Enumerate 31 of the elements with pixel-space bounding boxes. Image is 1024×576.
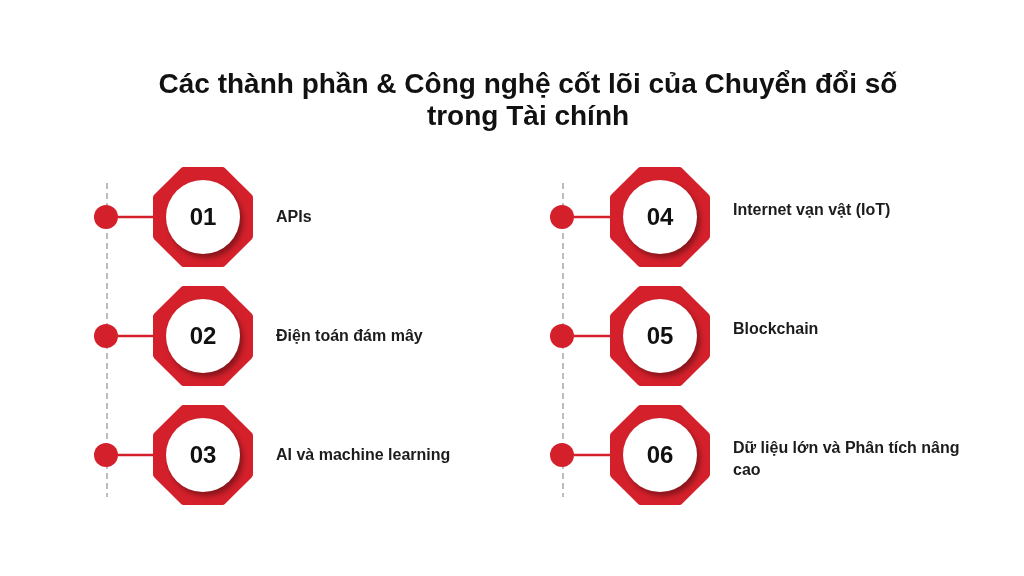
step-number: 03 <box>189 441 217 469</box>
item-label: Blockchain <box>733 319 819 339</box>
step-number: 05 <box>646 322 674 350</box>
timeline-dot <box>94 324 118 348</box>
connector-line <box>118 215 153 219</box>
timeline-dot <box>550 205 574 229</box>
step-number: 02 <box>189 322 217 350</box>
connector-line <box>574 215 610 219</box>
connector-line <box>118 334 153 338</box>
step-number: 01 <box>189 203 217 231</box>
connector-line <box>574 334 610 338</box>
timeline-dot <box>550 324 574 348</box>
item-label: APIs <box>276 207 312 227</box>
item-label: AI và machine learning <box>276 445 451 465</box>
octagon-badge <box>610 286 710 386</box>
octagon-badge <box>153 167 253 267</box>
connector-line <box>574 453 610 457</box>
page-title: Các thành phần & Công nghệ cốt lõi của Chuyển đổi số trong Tài chính <box>157 68 899 132</box>
step-number: 06 <box>646 441 674 469</box>
timeline-dot <box>94 443 118 467</box>
timeline-dot <box>94 205 118 229</box>
item-label: Dữ liệu lớn và Phân tích nâng cao <box>733 438 961 480</box>
item-label: Internet vạn vật (IoT) <box>733 200 891 220</box>
octagon-badge <box>153 286 253 386</box>
octagon-badge <box>153 405 253 505</box>
octagon-badge <box>610 167 710 267</box>
item-label: Điện toán đám mây <box>276 326 423 346</box>
octagon-badge <box>610 405 710 505</box>
connector-line <box>118 453 153 457</box>
timeline-dot <box>550 443 574 467</box>
step-number: 04 <box>646 203 674 231</box>
